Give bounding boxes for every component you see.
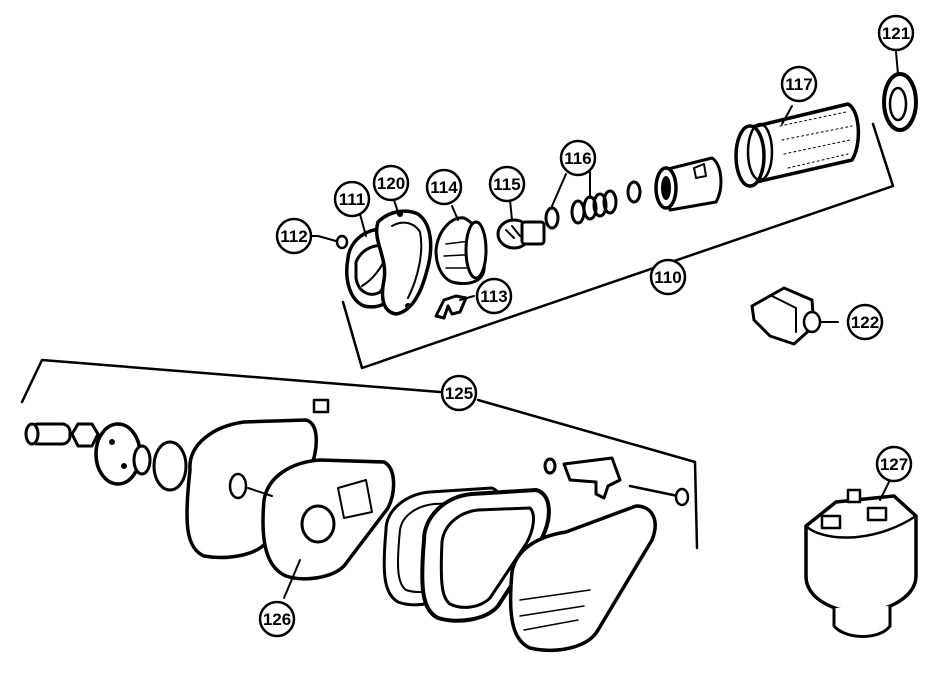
callout-110: 110 — [649, 258, 687, 296]
callout-115: 115 — [488, 165, 526, 203]
callout-111-label: 111 — [339, 190, 366, 209]
part-small-nut-top — [312, 398, 330, 414]
part-116-springs — [544, 180, 642, 230]
part-long-screw — [628, 484, 690, 507]
callout-127-label: 127 — [880, 455, 908, 474]
callout-117: 117 — [780, 65, 818, 103]
part-122-connector — [750, 286, 822, 346]
callout-121: 121 — [877, 14, 915, 52]
part-stud-bolt — [24, 422, 72, 446]
callout-126-label: 126 — [263, 610, 291, 629]
callout-114-label: 114 — [430, 178, 458, 197]
callout-125: 125 — [440, 374, 478, 412]
part-120-gasket — [375, 209, 433, 316]
callout-110-label: 110 — [654, 268, 681, 287]
callout-116-label: 116 — [564, 149, 591, 168]
callout-112-label: 112 — [280, 227, 307, 246]
bracket-110 — [341, 122, 895, 370]
part-113-clip — [434, 294, 468, 320]
callout-121-label: 121 — [882, 24, 910, 43]
part-112-screw — [317, 234, 349, 250]
part-rubber-seal — [152, 440, 188, 492]
part-bracket-clip — [562, 456, 622, 500]
part-127-switch — [804, 488, 918, 638]
callout-120-label: 120 — [377, 174, 405, 193]
part-121-grommet — [882, 72, 918, 132]
callout-127: 127 — [875, 445, 913, 483]
callout-113-label: 113 — [480, 287, 507, 306]
callout-116: 116 — [559, 139, 597, 177]
part-114-dome — [434, 216, 488, 285]
part-socket-cup — [654, 156, 723, 212]
part-117-housing — [734, 102, 861, 188]
callout-113: 113 — [475, 277, 513, 315]
callout-122: 122 — [846, 303, 884, 341]
part-lens — [508, 504, 657, 652]
part-nut — [70, 422, 100, 448]
part-washer-small — [543, 457, 557, 475]
callout-120: 120 — [372, 164, 410, 202]
callout-117-label: 117 — [785, 75, 812, 94]
leader-lines — [283, 51, 899, 599]
callout-125-label: 125 — [445, 384, 473, 403]
callout-112: 112 — [275, 217, 313, 255]
part-126-lamp-holder — [247, 458, 396, 581]
callout-111: 111 — [333, 180, 371, 218]
bracket-125 — [20, 358, 699, 550]
part-lens-rim — [420, 488, 551, 623]
callout-115-label: 115 — [493, 175, 520, 194]
part-spring-washer — [132, 444, 152, 476]
part-115-bulb — [496, 218, 546, 250]
callout-122-label: 122 — [851, 313, 879, 332]
callout-126: 126 — [258, 600, 296, 638]
callout-114: 114 — [425, 168, 463, 206]
